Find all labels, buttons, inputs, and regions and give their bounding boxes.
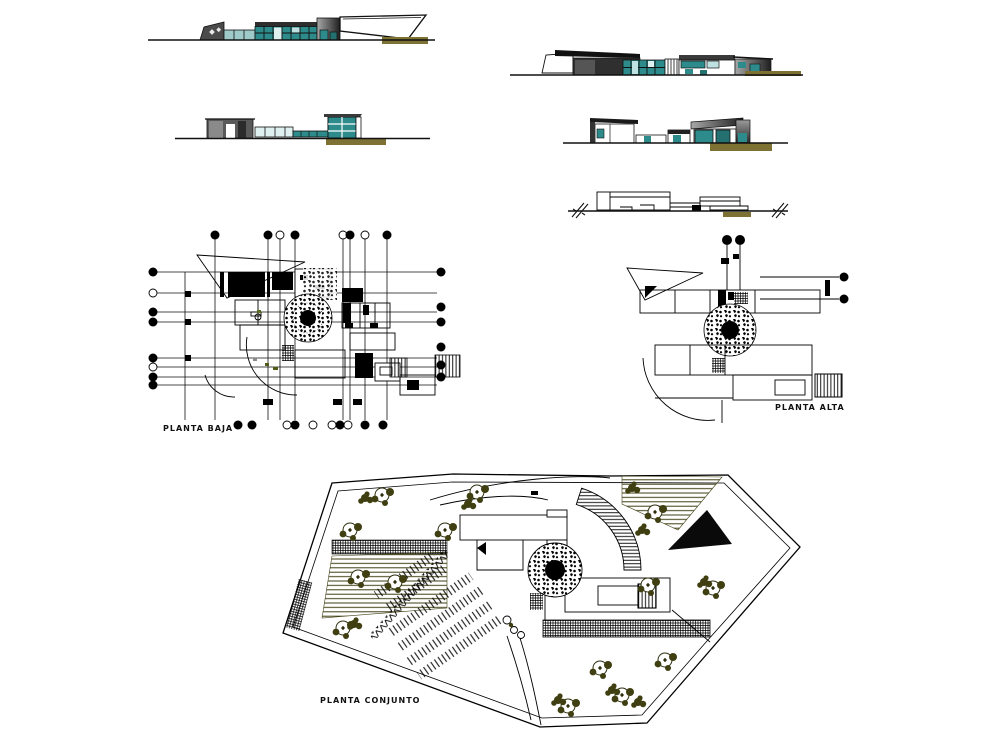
rear-elevation-drawing [510,50,803,76]
planta-alta-label: PLANTA ALTA [775,403,845,412]
building-mass [205,118,329,139]
roof-wedge [196,254,306,299]
ground-patch [710,143,772,151]
arc [642,357,716,421]
walls [185,268,401,405]
ground-floor-plan-drawing [148,230,461,430]
ground-patch [745,71,801,76]
roof-wedge [626,267,704,301]
break-marks [571,202,789,219]
planta-conjunto-label: PLANTA CONJUNTO [320,696,421,705]
stair-arc [575,487,642,571]
roof-wedge [339,14,428,40]
arcs [204,336,298,398]
upper-floor-plan-drawing [626,235,849,423]
axis-lines-right [760,272,849,304]
walkways [429,476,711,726]
section-outline [596,191,749,211]
parking-rows [369,549,504,680]
stair-core-circle [703,303,757,373]
front-elevation-drawing [148,14,435,44]
building-mass [199,17,341,41]
ground-patch [326,138,386,145]
grid-stems [721,235,745,290]
rooms [234,299,461,396]
pyramid [668,510,732,550]
building-mass [541,50,774,76]
side-elevation-right-drawing [563,117,788,151]
planta-baja-label: PLANTA BAJA [163,424,234,433]
upper-band [639,289,821,314]
site-boundary [282,473,801,728]
central-tree-core [527,542,583,610]
building-mass [590,117,751,144]
planting-flecks [253,310,278,370]
side-elevation-left-drawing [175,114,430,145]
site-plan-drawing [282,473,801,728]
stair-core-circle [283,293,333,343]
section-drawing [568,191,789,219]
glass-box [324,114,362,139]
grid-bubbles [148,230,446,430]
rooms [654,344,843,423]
ground-patch [723,212,751,217]
